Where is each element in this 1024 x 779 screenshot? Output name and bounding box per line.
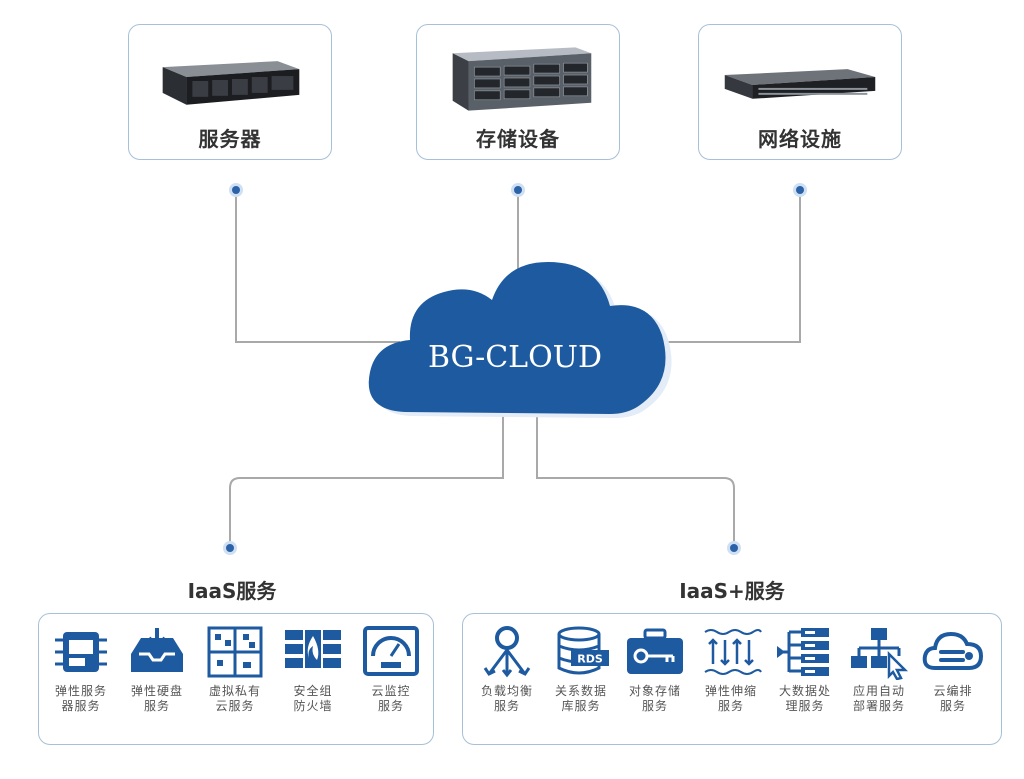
service-label: 大数据处 理服务 — [778, 684, 831, 713]
service-big-data: 大数据处 理服务 — [765, 624, 845, 714]
service-cloud-monitor: 云监控 服务 — [351, 624, 431, 714]
iaas-title: IaaS服务 — [187, 579, 277, 603]
service-label: 安全组 防火墙 — [293, 684, 333, 713]
hardware-server-card: 服务器 — [128, 24, 332, 160]
cpu-icon — [55, 632, 107, 672]
iaas-plus-title: IaaS+服务 — [679, 579, 785, 603]
iaas-panel: 弹性服务 器服务 弹性硬盘 服务 虚拟私有 云服务 安全组 防火墙 — [38, 613, 434, 745]
service-label: 云编排 服务 — [933, 684, 973, 713]
service-label: 弹性硬盘 服务 — [130, 684, 183, 713]
hardware-network-card: 网络设施 — [698, 24, 902, 160]
scaling-arrows-icon — [704, 629, 762, 675]
service-label: 云监控 服务 — [371, 684, 411, 713]
cloud-shape — [368, 262, 672, 418]
connector-network — [650, 190, 801, 343]
connector-server — [235, 190, 400, 343]
auto-deploy-icon — [851, 628, 909, 680]
hardware-server-label: 服务器 — [198, 127, 262, 151]
service-rds: RDS 关系数据 库服务 — [541, 624, 621, 714]
service-label: 负载均衡 服务 — [480, 684, 533, 713]
big-data-icon — [777, 628, 829, 676]
network-switch-icon — [724, 69, 876, 99]
service-elastic-disk: 弹性硬盘 服务 — [117, 624, 197, 714]
monitor-gauge-icon — [363, 626, 419, 676]
cloud-label: BG-CLOUD — [428, 340, 602, 375]
firewall-icon — [285, 630, 341, 668]
service-label: 对象存储 服务 — [628, 684, 681, 713]
service-auto-deploy: 应用自动 部署服务 — [839, 624, 919, 714]
storage-array-icon — [452, 47, 592, 111]
service-load-balancer: 负载均衡 服务 — [467, 624, 547, 714]
hardware-network-label: 网络设施 — [758, 127, 842, 151]
service-label: 应用自动 部署服务 — [852, 684, 905, 713]
connector-iaas-plus — [536, 415, 735, 548]
connector-iaas — [229, 415, 504, 548]
load-balancer-icon — [483, 626, 531, 678]
cloud-orchestration-icon — [922, 631, 984, 670]
hardware-storage-card: 存储设备 — [416, 24, 620, 160]
service-elastic-server: 弹性服务 器服务 — [41, 624, 121, 714]
rds-database-icon: RDS — [557, 626, 609, 675]
svg-text:RDS: RDS — [577, 653, 603, 666]
disk-tray-icon — [131, 628, 183, 672]
rack-server-icon — [162, 61, 300, 105]
iaas-plus-panel: 负载均衡 服务 RDS 关系数据 库服务 对象存储 服务 弹性伸 — [462, 613, 1002, 745]
connector-dots — [223, 183, 807, 555]
service-auto-scaling: 弹性伸缩 服务 — [691, 624, 771, 714]
service-label: 关系数据 库服务 — [554, 684, 607, 713]
service-label: 弹性伸缩 服务 — [704, 684, 757, 713]
vpc-grid-icon — [207, 626, 263, 678]
key-briefcase-icon — [627, 628, 683, 674]
service-firewall: 安全组 防火墙 — [273, 624, 353, 714]
hardware-storage-label: 存储设备 — [476, 127, 560, 151]
service-label: 弹性服务 器服务 — [54, 684, 107, 713]
service-vpc: 虚拟私有 云服务 — [195, 624, 275, 714]
service-label: 虚拟私有 云服务 — [208, 684, 261, 713]
service-cloud-orchestration: 云编排 服务 — [913, 624, 993, 714]
service-object-storage: 对象存储 服务 — [615, 624, 695, 714]
